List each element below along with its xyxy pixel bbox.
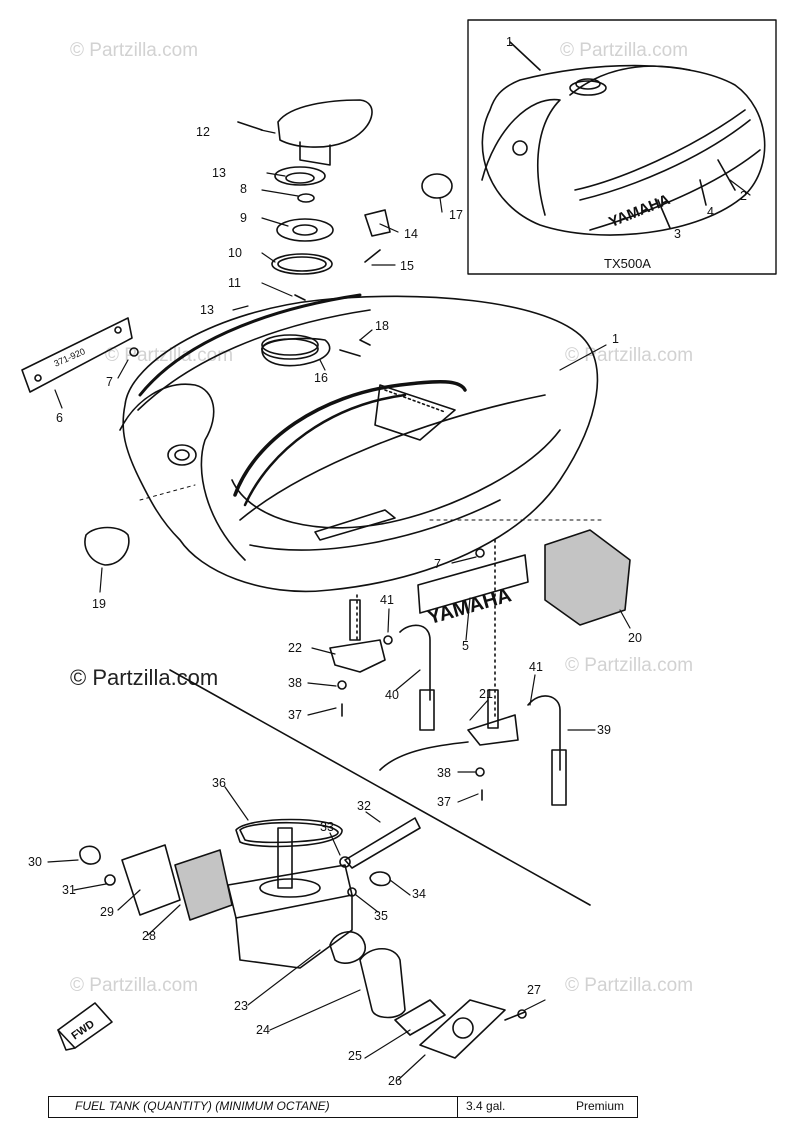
callout-14: 14 (404, 227, 418, 241)
watermark-dark: © Partzilla.com (70, 665, 219, 690)
callout-35: 35 (374, 909, 388, 923)
petcock-exploded (79, 817, 527, 1059)
fuel-cap-assembly (237, 99, 453, 367)
callout-18: 18 (375, 319, 389, 333)
callout-7: 7 (106, 375, 113, 389)
callout-10: 10 (228, 246, 242, 260)
callout-19: 19 (92, 597, 106, 611)
callout-1: 1 (506, 35, 513, 49)
watermark: © Partzilla.com (70, 40, 199, 61)
watermark: © Partzilla.com (565, 655, 694, 676)
callout-32: 32 (357, 799, 371, 813)
callout-7b: 7 (434, 557, 441, 571)
callout-30: 30 (28, 855, 42, 869)
fwd-label: FWD (70, 1018, 97, 1042)
callout-9: 9 (240, 211, 247, 225)
callout-41: 41 (380, 593, 394, 607)
callout-31: 31 (62, 883, 76, 897)
callout-8: 8 (240, 182, 247, 196)
callout-labels: 1 2 3 4 TX500A 1 12 13 8 9 10 11 13 17 1… (28, 35, 747, 1088)
plate-and-knob: 371-920 (21, 317, 139, 566)
callout-12: 12 (196, 125, 210, 139)
callout-39: 39 (597, 723, 611, 737)
callout-2: 2 (740, 189, 747, 203)
callout-15: 15 (400, 259, 414, 273)
watermark: © Partzilla.com (560, 40, 689, 61)
emblem-and-pad: YAMAHA (417, 529, 631, 629)
callout-36: 36 (212, 776, 226, 790)
fuel-quantity: 3.4 gal. (466, 1099, 506, 1113)
callout-23: 23 (234, 999, 248, 1013)
callout-38b: 38 (437, 766, 451, 780)
callout-27: 27 (527, 983, 541, 997)
callout-41b: 41 (529, 660, 543, 674)
watermark: © Partzilla.com (70, 975, 199, 996)
callout-6: 6 (56, 411, 63, 425)
callout-25: 25 (348, 1049, 362, 1063)
watermark: © Partzilla.com (565, 975, 694, 996)
fuel-octane: Premium (576, 1099, 625, 1113)
inset-box: YAMAHA (467, 19, 777, 275)
callout-34: 34 (412, 887, 426, 901)
fuel-spec-label: FUEL TANK (QUANTITY) (MINIMUM OCTANE) (49, 1097, 458, 1117)
inset-model-label: TX500A (604, 256, 651, 271)
callout-11: 11 (228, 276, 241, 290)
callout-22: 22 (288, 641, 302, 655)
callout-5: 5 (462, 639, 469, 653)
fuel-spec-table: FUEL TANK (QUANTITY) (MINIMUM OCTANE) 3.… (48, 1096, 638, 1118)
callout-1b: 1 (612, 332, 619, 346)
fwd-arrow (57, 1002, 113, 1051)
callout-33: 33 (320, 820, 334, 834)
callout-4: 4 (707, 205, 714, 219)
petcocks-and-hoses (139, 484, 606, 906)
callout-26: 26 (388, 1074, 402, 1088)
callout-28: 28 (142, 929, 156, 943)
callout-29: 29 (100, 905, 114, 919)
callout-21: 21 (479, 687, 493, 701)
callout-38: 38 (288, 676, 302, 690)
leader-lines (47, 129, 751, 1081)
fuel-tank (119, 293, 599, 593)
callout-37b: 37 (437, 795, 451, 809)
callout-16: 16 (314, 371, 328, 385)
fuel-spec-values: 3.4 gal. Premium (458, 1097, 637, 1117)
callout-3: 3 (674, 227, 681, 241)
callout-17: 17 (449, 208, 463, 222)
inset-tank (481, 64, 766, 236)
callout-24: 24 (256, 1023, 270, 1037)
callout-40: 40 (385, 688, 399, 702)
callout-37: 37 (288, 708, 302, 722)
callout-20: 20 (628, 631, 642, 645)
callout-13b: 13 (200, 303, 214, 317)
callout-13: 13 (212, 166, 226, 180)
